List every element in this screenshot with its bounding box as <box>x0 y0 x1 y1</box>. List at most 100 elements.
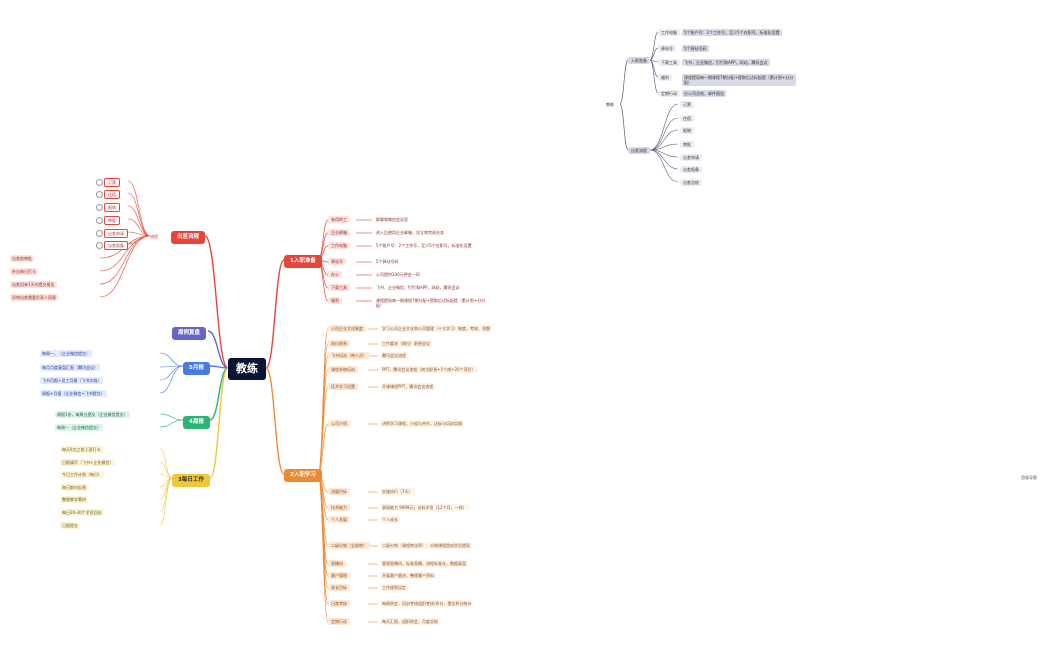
monthly-item-2[interactable]: 飞书月报+员工月报（飞书文档） <box>40 377 104 384</box>
trip-extra-3[interactable]: 异地出差需要负责人同意 <box>10 294 58 301</box>
overview-g1-item-4[interactable]: 出差申请 <box>680 154 702 161</box>
overview-g0-value-1[interactable]: 5个驿站号码 <box>682 45 709 52</box>
study-key-0[interactable]: 公司企业文化制度 <box>328 325 366 332</box>
daily-item-4[interactable]: 整理教学素材 <box>60 496 88 503</box>
study-value-0[interactable]: 学习公司企业文化和公司管理（十大学习）制度，考核，答题 <box>380 325 492 332</box>
weekly-item-1[interactable]: 每周一（企业微信提交） <box>55 424 103 431</box>
study-value-9[interactable]: 二级分销（课程转化率）：分销课程提成学员提现 <box>380 542 472 549</box>
trip-item-2[interactable]: 报销 <box>104 203 120 212</box>
study-value-14[interactable]: 每天汇报，组织例会，月度总结 <box>380 618 440 625</box>
overview-g1-item-2[interactable]: 报销 <box>680 127 694 134</box>
expand-dot-icon[interactable] <box>96 179 103 186</box>
trip-item-0[interactable]: 订票 <box>104 178 120 187</box>
prep-key-5[interactable]: 下载工具 <box>328 284 350 291</box>
daily-item-3[interactable]: 每日群内反馈 <box>60 484 88 491</box>
monthly-item-0[interactable]: 每周一，（企业微信提交） <box>40 350 92 357</box>
expand-dot-icon[interactable] <box>96 242 103 249</box>
branch-business-trip[interactable]: 出差流程 <box>171 231 206 244</box>
daily-item-5[interactable]: 每日20-30个学员回访 <box>60 509 104 516</box>
branch-monthly-report[interactable]: 5月报 <box>183 362 210 375</box>
branch-weekly-report[interactable]: 4周报 <box>183 416 210 429</box>
prep-key-2[interactable]: 工作电脑 <box>328 242 350 249</box>
prep-value-2[interactable]: 5个账户号：2个工作号，至少5个在职号，标准化设置 <box>376 243 472 248</box>
prep-key-0[interactable]: 有用的工 <box>328 216 350 223</box>
overview-group-0[interactable]: 入职准备 <box>628 57 650 64</box>
overview-g0-value-2[interactable]: 飞书，企业微信，钉钉和APP，网站，腾讯会议 <box>682 59 770 66</box>
study-key-2[interactable]: 飞书培训（带人员） <box>328 352 370 359</box>
study-value-11[interactable]: 开展客户跟进，整理客户资料 <box>380 572 436 579</box>
trip-item-5[interactable]: 出差报备 <box>104 241 128 250</box>
study-value-13[interactable]: 每周例会，培训考核组织考核/评分，提交积分统计 <box>380 600 474 607</box>
overview-g0-value-0[interactable]: 5个账户号：2个工作号，至少5个在职号，标准化设置 <box>682 29 782 36</box>
study-key-10[interactable]: 直播间 <box>328 560 346 567</box>
monthly-item-1[interactable]: 每月月度复盘汇报（腾讯会议） <box>40 364 100 371</box>
study-key-3[interactable]: 课程系统培训 <box>328 366 358 373</box>
study-key-8[interactable]: 个人发展 <box>328 516 350 523</box>
study-value-1[interactable]: 工作要求（岗位）职责会议 <box>380 340 432 347</box>
expand-dot-icon[interactable] <box>96 217 103 224</box>
study-key-5[interactable]: 公司介绍 <box>328 420 350 427</box>
trip-extra-0[interactable]: 出差前审批 <box>10 255 34 262</box>
trip-item-1[interactable]: 住宿 <box>104 190 120 199</box>
study-value-10[interactable]: 管理直播间，标准直播，流程标准化，数据复盘 <box>380 560 468 567</box>
expand-dot-icon[interactable] <box>96 204 103 211</box>
root-node[interactable]: 教练 <box>228 358 266 380</box>
prep-value-3[interactable]: 5个驿站号码 <box>376 259 399 264</box>
prep-value-0[interactable]: 群聊和微信会议室 <box>376 217 408 222</box>
trip-extra-1[interactable]: 外出每日打卡 <box>10 268 38 275</box>
corner-label[interactable]: 思维导图 <box>1021 475 1037 480</box>
prep-key-6[interactable]: 福利 <box>328 297 342 304</box>
overview-g1-item-0[interactable]: 订票 <box>680 101 694 108</box>
trip-extra-2[interactable]: 出差回来1天内提交报告 <box>10 281 57 288</box>
overview-g0-item-4[interactable]: 定期行动 <box>658 90 680 97</box>
branch-weekly-review[interactable]: 周例复盘 <box>172 327 207 340</box>
business-trip-sub[interactable]: 流程 <box>150 234 158 239</box>
study-value-12[interactable]: 工作规划设定 <box>380 584 408 591</box>
prep-key-4[interactable]: 办公 <box>328 271 342 278</box>
prep-value-5[interactable]: 飞书、企业微信、钉钉和APP，网站，腾讯会议 <box>376 285 460 290</box>
prep-key-3[interactable]: 驿站号 <box>328 258 346 265</box>
overview-g0-item-1[interactable]: 驿站号 <box>658 45 676 52</box>
expand-dot-icon[interactable] <box>96 191 103 198</box>
prep-key-1[interactable]: 企业邮箱 <box>328 229 350 236</box>
branch-daily-work[interactable]: 3每日工作 <box>172 474 210 487</box>
daily-item-6[interactable]: 日报提交 <box>60 522 80 529</box>
expand-dot-icon[interactable] <box>96 230 103 237</box>
overview-group-1[interactable]: 出差流程 <box>628 147 650 154</box>
prep-value-6[interactable]: 课程提现每一期课程7期分配+提取后达标起提（累计到+分分配） <box>376 298 486 308</box>
overview-g0-item-3[interactable]: 福利 <box>658 74 672 81</box>
overview-g0-value-4[interactable]: 分公司总结，邮件报告 <box>682 90 726 97</box>
overview-g0-value-3[interactable]: 课程提现每一期课程7期分配+提取后达标起提（累计到+分分配） <box>682 74 796 86</box>
study-value-4[interactable]: 开课课程PPT，腾讯会议流程 <box>380 383 436 390</box>
overview-g1-item-6[interactable]: 出差总结 <box>680 179 702 186</box>
trip-item-4[interactable]: 出差申请 <box>104 229 128 238</box>
study-key-14[interactable]: 定期行动 <box>328 618 350 625</box>
daily-item-1[interactable]: 日报填写（飞书+企业微信） <box>60 459 116 466</box>
study-key-1[interactable]: 岗位职责 <box>328 340 350 347</box>
study-value-3[interactable]: PPT，腾讯会议流程（岗位职责+5个岗+20个项目） <box>380 366 478 373</box>
study-value-7[interactable]: 表现能力 9999元，达标学员（12个月，一线） <box>380 504 469 511</box>
study-key-4[interactable]: 话术学习设置 <box>328 383 358 390</box>
study-key-13[interactable]: 日常考核 <box>328 600 350 607</box>
overview-g1-item-3[interactable]: 审批 <box>680 141 694 148</box>
overview-g0-item-0[interactable]: 工作电脑 <box>658 29 680 36</box>
study-key-6[interactable]: 流量目标 <box>328 488 350 495</box>
overview-g0-item-2[interactable]: 下载工具 <box>658 59 680 66</box>
overview-g1-item-5[interactable]: 出差报备 <box>680 166 702 173</box>
study-value-2[interactable]: 腾讯会议流程 <box>380 352 408 359</box>
study-key-12[interactable]: 成长目标 <box>328 584 350 591</box>
weekly-item-0[interactable]: 周报1份，每周五提交（企业微信提交） <box>55 411 130 418</box>
overview-root[interactable]: 教练 <box>606 102 614 107</box>
prep-value-1[interactable]: 进入后使用企业邮箱，设立和完成业务 <box>376 230 444 235</box>
prep-value-4[interactable]: 公司提供200元押金一间 <box>376 272 420 277</box>
study-value-5[interactable]: 讲师学习课程，小组与合作，达标与培训实操 <box>380 420 464 427</box>
study-value-6[interactable]: 实施执行（7天） <box>380 488 415 495</box>
branch-onboarding-study[interactable]: 2入职学习 <box>284 469 322 482</box>
study-key-9[interactable]: 二级分销（全部转） <box>328 542 370 549</box>
study-key-11[interactable]: 客户管理 <box>328 572 350 579</box>
study-value-8[interactable]: 个人成长 <box>380 516 400 523</box>
study-key-7[interactable]: 技术能力 <box>328 504 350 511</box>
overview-g1-item-1[interactable]: 住宿 <box>680 115 694 122</box>
branch-onboarding-prep[interactable]: 1入职准备 <box>284 255 322 268</box>
monthly-item-3[interactable]: 周报+月报（企业微信+飞书提交） <box>40 390 107 397</box>
